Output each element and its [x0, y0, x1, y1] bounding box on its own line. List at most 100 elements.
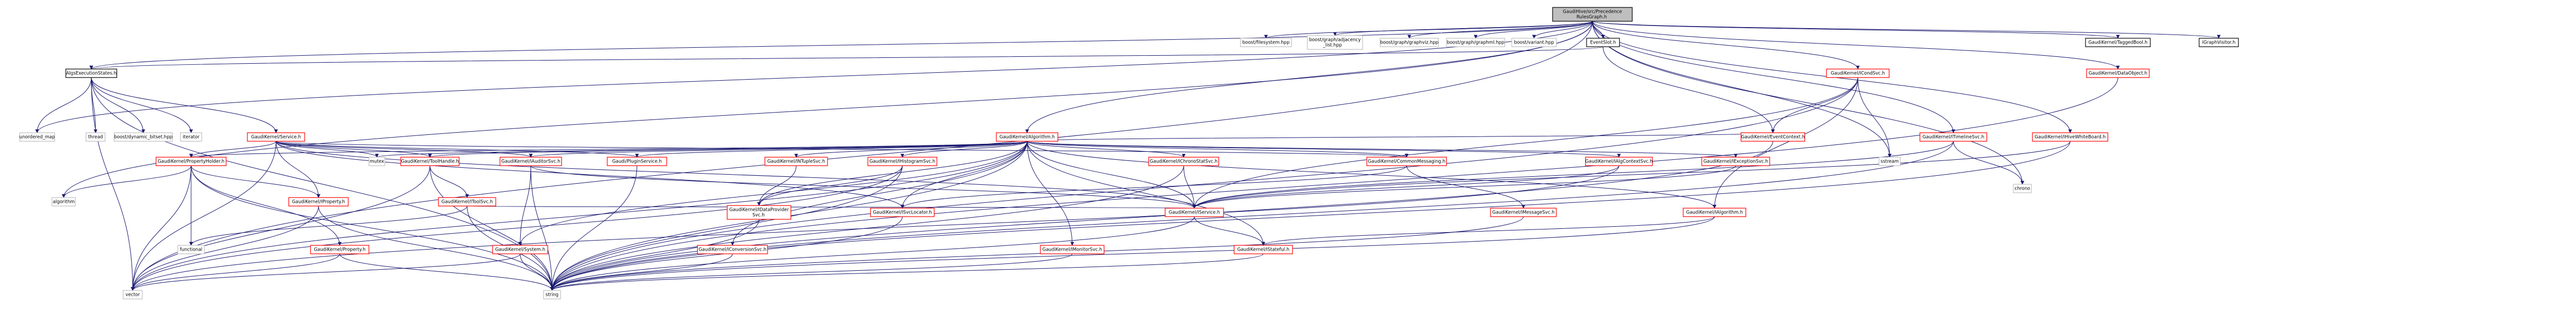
node-label: GaudiKernel/Service.h [251, 135, 301, 140]
node-box [1240, 38, 1292, 47]
node-algorithmh[interactable]: GaudiKernel/Algorithm.h [996, 132, 1058, 142]
node-box [492, 245, 548, 254]
include-edge [131, 165, 1619, 291]
include-edge [1592, 21, 2221, 39]
node-iservice[interactable]: GaudiKernel/IService.h [1165, 208, 1224, 217]
node-label: RulesGraph.h [1576, 15, 1607, 20]
node-toolhandle[interactable]: GaudiKernel/ToolHandle.h [400, 157, 460, 166]
include-edge [1192, 165, 1619, 209]
node-label: functional [180, 247, 202, 253]
node-label: GaudiKernel/IHiveWhiteBoard.h [2035, 135, 2106, 140]
node-box [247, 132, 305, 142]
node-label: GaudiKernel/IMessageSvc.h [1492, 210, 1554, 216]
node-label: GaudiKernel/DataObject.h [2089, 71, 2148, 76]
node-icondsvc[interactable]: GaudiKernel/ICondSvc.h [1826, 68, 1890, 78]
node-ichronostatsvc[interactable]: GaudiKernel/IChronoStatSvc.h [1148, 157, 1219, 166]
node-ihivewhiteboard[interactable]: GaudiKernel/IHiveWhiteBoard.h [2032, 132, 2108, 142]
include-edge [550, 77, 1858, 291]
node-imonitorsvc[interactable]: GaudiKernel/IMonitorSvc.h [1040, 245, 1105, 254]
node-eventslot[interactable]: EventSlot.h [1586, 38, 1620, 47]
include-edge [275, 141, 639, 158]
include-edge [1192, 77, 1858, 209]
include-edge [429, 165, 554, 291]
node-service[interactable]: GaudiKernel/Service.h [247, 132, 305, 142]
node-box [51, 197, 76, 207]
node-box [438, 197, 496, 207]
include-edge [191, 165, 321, 198]
node-property[interactable]: GaudiKernel/Property.h [310, 245, 369, 254]
node-pluginservice[interactable]: Gaudi/PluginService.h [607, 157, 667, 166]
include-edge [1333, 21, 1593, 36]
node-iconversionsvc[interactable]: GaudiKernel/IConversionSvc.h [697, 245, 768, 254]
include-edge [429, 165, 469, 198]
node-box [2085, 38, 2151, 47]
node-label: GaudiKernel/IService.h [1169, 210, 1220, 216]
node-itoolsvc[interactable]: GaudiKernel/IToolSvc.h [438, 197, 496, 207]
node-igraphvisitor[interactable]: IGraphVisitor.h [2199, 38, 2239, 47]
node-functional: functional [177, 245, 205, 254]
include-edge [900, 141, 1028, 158]
node-commonmessaging[interactable]: GaudiKernel/CommonMessaging.h [1366, 157, 1447, 166]
node-intuplesvc[interactable]: GaudiKernel/INTupleSvc.h [764, 157, 828, 166]
include-edge [550, 219, 760, 291]
include-edge [550, 141, 1773, 291]
node-imessagesvc[interactable]: GaudiKernel/IMessageSvc.h [1490, 208, 1557, 217]
node-itimelinesvc[interactable]: GaudiKernel/ITimelineSvc.h [1919, 132, 1987, 142]
node-box [543, 290, 561, 299]
node-dataobject[interactable]: GaudiKernel/DataObject.h [2086, 68, 2150, 78]
node-istateful[interactable]: GaudiKernel/IStateful.h [1234, 245, 1293, 254]
node-box [697, 245, 768, 254]
node-taggedbool[interactable]: GaudiKernel/TaggedBool.h [2085, 38, 2151, 47]
include-edge [131, 165, 192, 291]
node-ihistogramsvc[interactable]: GaudiKernel/IHistogramSvc.h [867, 157, 937, 166]
include-edge [1712, 77, 1858, 209]
include-edge [131, 21, 1593, 291]
include-edge [550, 216, 1195, 291]
node-isvclocator[interactable]: GaudiKernel/ISvcLocator.h [870, 208, 935, 217]
node-label: GaudiKernel/System.h [495, 247, 545, 253]
node-graphml: boost/graph/graphml.hpp [1446, 38, 1505, 47]
node-box [1701, 157, 1770, 166]
node-ialgcontextsvc[interactable]: GaudiKernel/IAlgContextSvc.h [1585, 157, 1653, 166]
node-label: GaudiKernel/ToolHandle.h [401, 159, 459, 165]
node-label: EventSlot.h [1590, 40, 1616, 46]
include-edge [1027, 141, 1409, 158]
node-ieventcontext[interactable]: GaudiKernel/EventContext.h [1741, 132, 1805, 142]
include-edge [428, 141, 1028, 158]
node-label: thread [88, 135, 103, 140]
include-edge [91, 77, 554, 291]
node-ialgorithm[interactable]: GaudiKernel/IAlgorithm.h [1683, 208, 1746, 217]
include-edge [550, 141, 1954, 291]
include-edge [189, 141, 277, 158]
node-label: unordered_map [19, 135, 55, 140]
node-iauditorsvc[interactable]: GaudiKernel/IAuditorSvc.h [499, 157, 562, 166]
include-edge [131, 253, 340, 291]
include-edge [1592, 21, 1955, 133]
include-edge [1027, 132, 1774, 142]
include-edge [275, 141, 379, 158]
include-edge [1603, 46, 1775, 133]
node-label: _list.hpp [1323, 43, 1342, 48]
node-algsexec[interactable]: AlgsExecutionStates.h [65, 68, 117, 78]
node-iproperty[interactable]: GaudiKernel/IProperty.h [288, 197, 349, 207]
node-label: string [546, 293, 558, 298]
include-edge [275, 141, 321, 198]
node-propertyholder[interactable]: GaudiKernel/PropertyHolder.h [156, 157, 227, 166]
include-edge [131, 165, 903, 291]
include-edge [1027, 141, 1074, 246]
node-box [1307, 35, 1363, 50]
include-edge [794, 141, 1028, 158]
include-edge [550, 253, 1264, 291]
node-iexceptionsvc[interactable]: GaudiKernel/IExceptionSvc.h [1701, 157, 1770, 166]
include-edge [191, 165, 554, 291]
include-edge [1194, 216, 1265, 246]
include-edge [89, 21, 1593, 70]
node-label: GaudiKernel/IMonitorSvc.h [1043, 247, 1102, 253]
node-box [1165, 208, 1224, 217]
node-label: GaudiKernel/ITimelineSvc.h [1923, 135, 1984, 140]
include-edge [191, 165, 342, 246]
node-isystem[interactable]: GaudiKernel/System.h [492, 245, 548, 254]
node-box [1366, 157, 1447, 166]
